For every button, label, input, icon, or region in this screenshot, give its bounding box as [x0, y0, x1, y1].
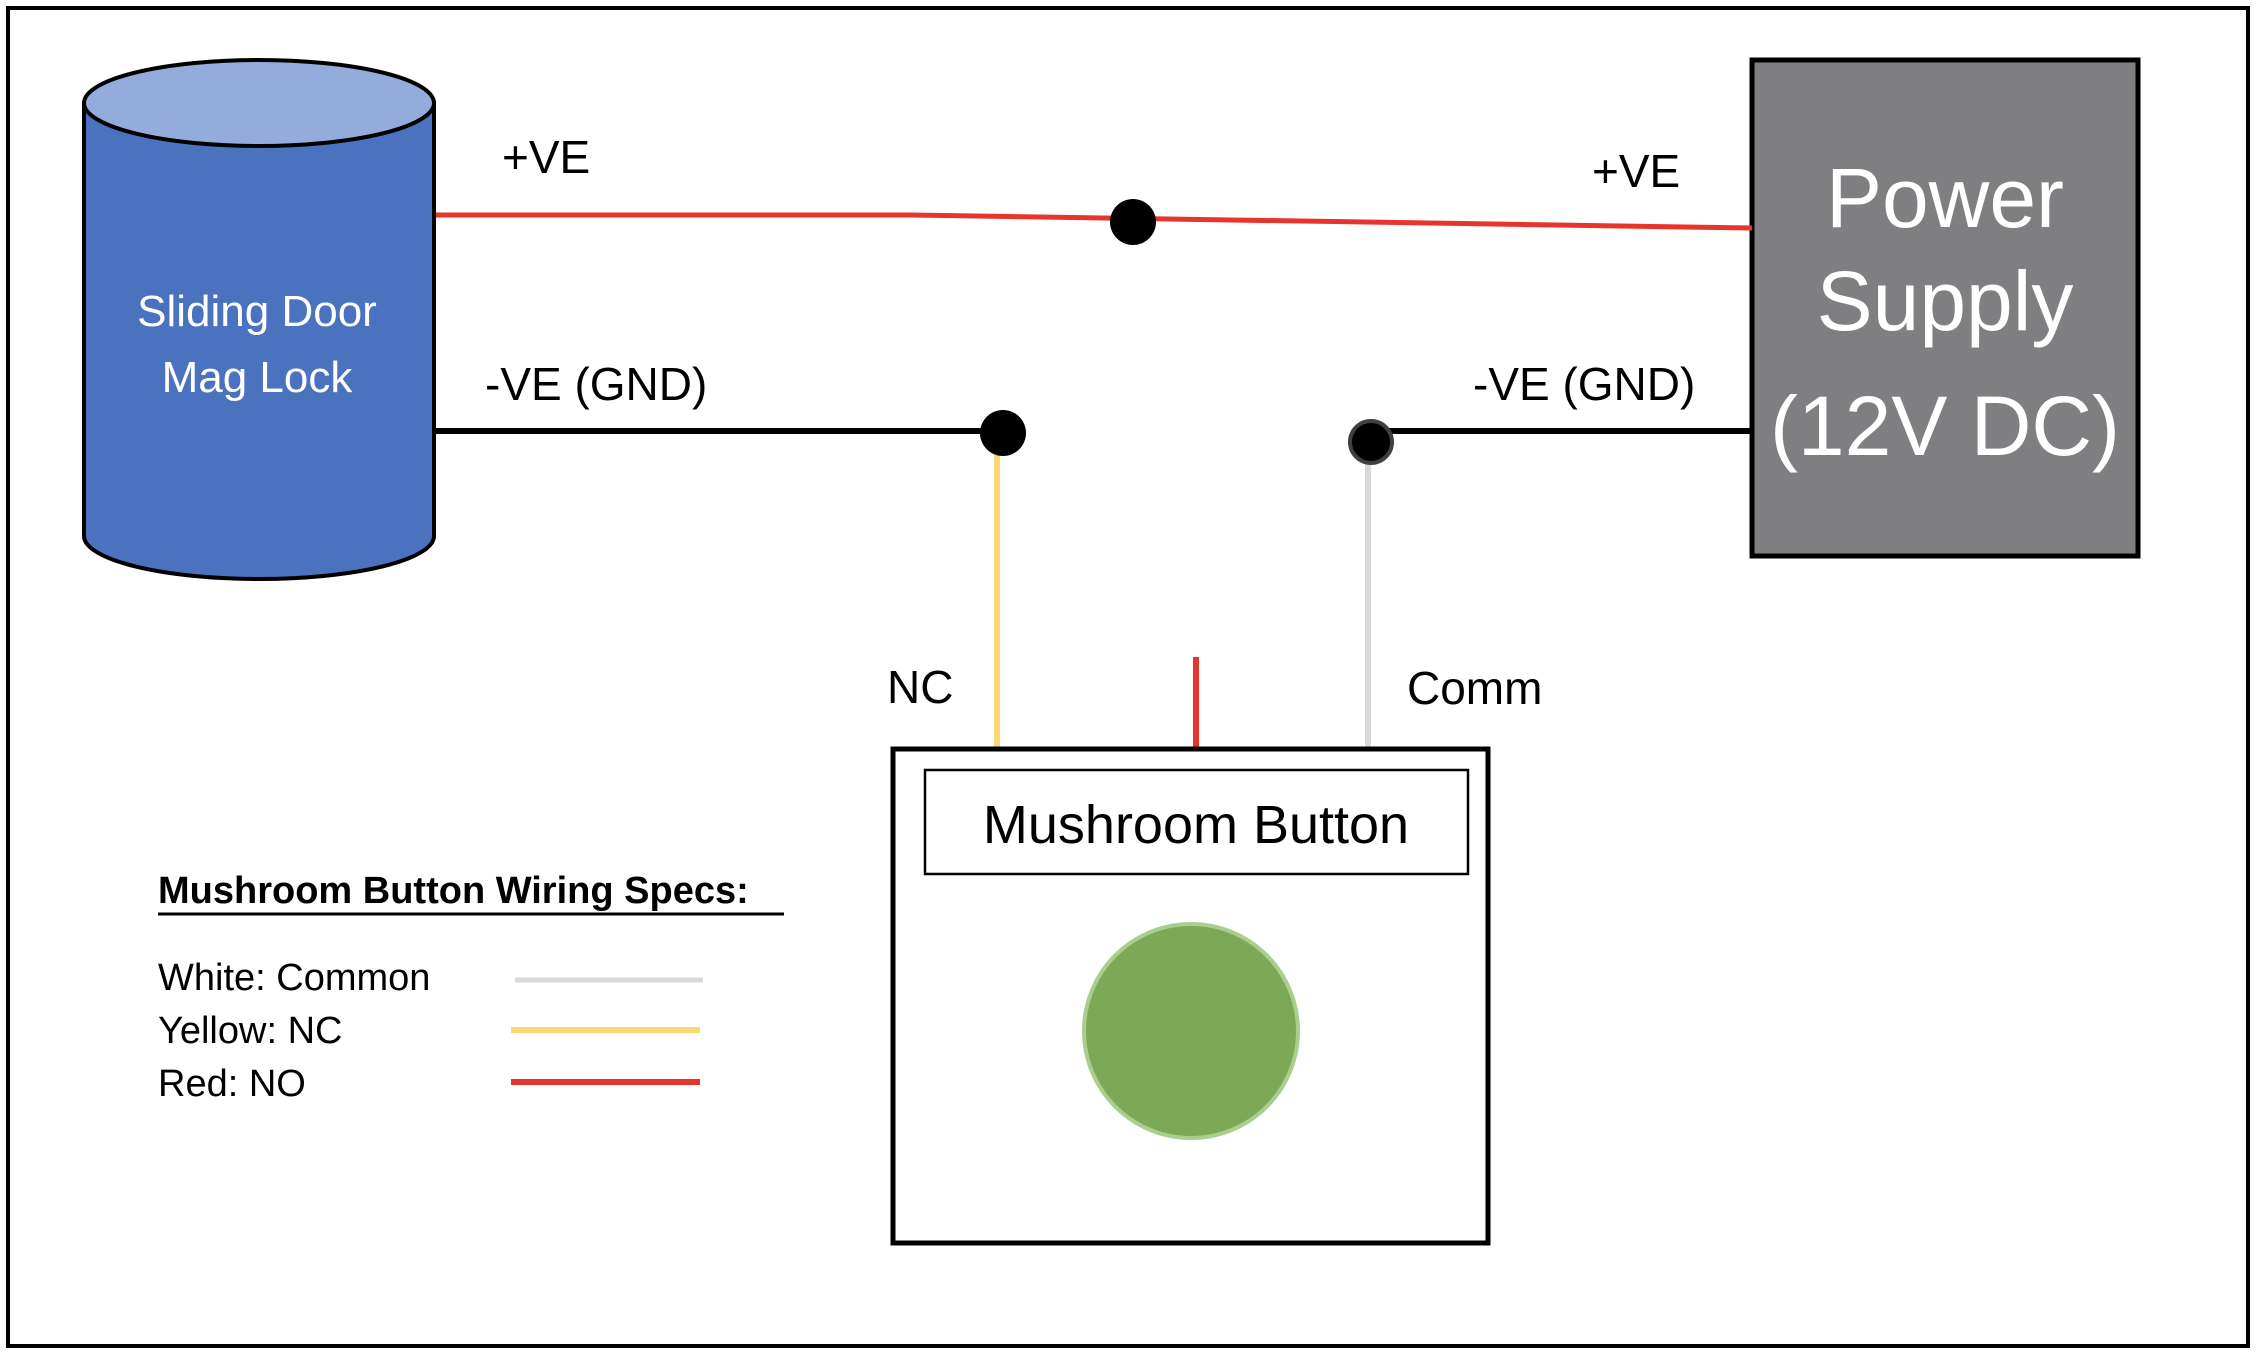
mushroom-button-cap — [1082, 922, 1300, 1140]
legend-item-label: Yellow: NC — [158, 1010, 342, 1052]
power-supply-box — [1749, 57, 2141, 559]
mag-lock: Sliding Door Mag Lock — [82, 58, 436, 581]
legend: Mushroom Button Wiring Specs: White: Com… — [158, 870, 784, 1105]
power-supply-label-line2: Supply — [1817, 254, 2074, 348]
lock-ground-label: -VE (GND) — [485, 358, 707, 410]
mag-lock-body — [82, 101, 436, 581]
mag-lock-label-line1: Sliding Door — [137, 287, 377, 336]
lock-positive-label: +VE — [502, 131, 590, 183]
mushroom-button: Mushroom Button — [890, 746, 1491, 1246]
legend-item-label: White: Common — [158, 957, 430, 999]
nc-label: NC — [887, 661, 953, 713]
power-supply-label-line1: Power — [1826, 151, 2064, 245]
psu-ground-label: -VE (GND) — [1473, 358, 1695, 410]
mushroom-button-label: Mushroom Button — [983, 795, 1409, 855]
comm-junction-dot — [1348, 419, 1394, 465]
power-supply-label-line3: (12V DC) — [1770, 379, 2120, 473]
power-supply: Power Supply (12V DC) — [1749, 57, 2141, 559]
positive-junction-dot — [1110, 199, 1156, 245]
mushroom-button-label-box — [923, 768, 1470, 876]
positive-wire — [436, 212, 1753, 231]
legend-item-label: Red: NO — [158, 1063, 306, 1105]
psu-positive-label: +VE — [1592, 145, 1680, 197]
comm-label: Comm — [1407, 662, 1542, 714]
legend-title: Mushroom Button Wiring Specs: — [158, 870, 749, 912]
mag-lock-top — [82, 58, 436, 148]
nc-junction-dot — [980, 410, 1026, 456]
mag-lock-label-line2: Mag Lock — [162, 353, 354, 402]
